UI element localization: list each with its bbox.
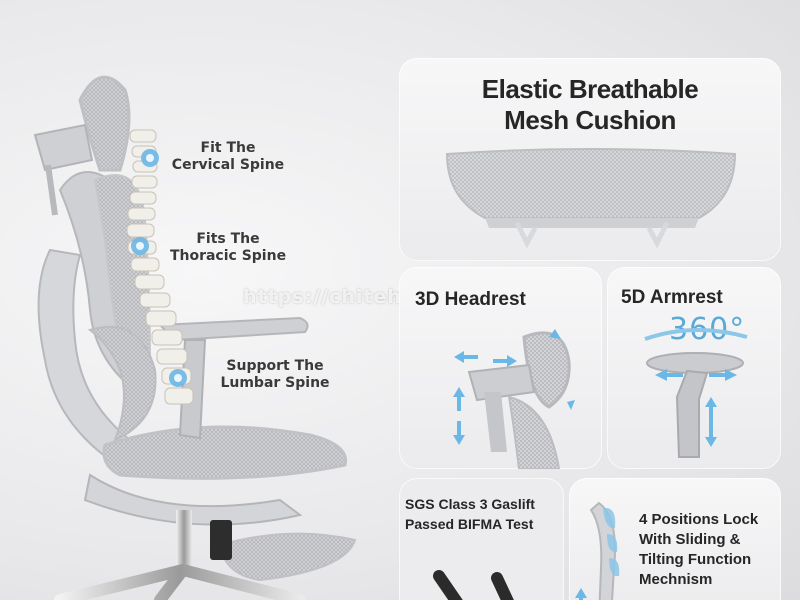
cervical-marker-icon <box>141 149 159 167</box>
callout-cervical: Fit The Cervical Spine <box>171 140 285 173</box>
panel-5d-armrest: 5D Armrest 360° <box>607 267 781 469</box>
callout-lumbar: Support The Lumbar Spine <box>220 358 330 391</box>
position-lock-icon <box>603 507 620 577</box>
tilt-arrow-icon <box>575 588 587 600</box>
spine-graphic <box>126 129 194 405</box>
armrest-arrow-icon <box>655 369 737 447</box>
armrest-title: 5D Armrest <box>621 287 723 308</box>
panel-mesh-cushion: Elastic Breathable Mesh Cushion <box>399 58 781 261</box>
panel-lock-mechanism: 4 Positions Lock With Sliding & Tilting … <box>569 478 781 600</box>
lumbar-marker-icon <box>169 369 187 387</box>
panel-3d-headrest: 3D Headrest <box>399 267 602 469</box>
headrest-title: 3D Headrest <box>415 289 526 310</box>
thoracic-marker-icon <box>131 237 149 255</box>
lock-graphic <box>575 501 620 600</box>
chair-illustration: Fit The Cervical Spine Fits The Thoracic… <box>0 40 400 600</box>
lock-title: 4 Positions Lock With Sliding & Tilting … <box>639 511 759 588</box>
headrest-graphic <box>453 329 575 469</box>
panel-gaslift: SGS Class 3 Gaslift Passed BIFMA Test <box>399 478 564 600</box>
gaslift-graphic <box>433 570 514 600</box>
gaslift-title: SGS Class 3 Gaslift Passed BIFMA Test <box>405 496 535 532</box>
callout-thoracic: Fits The Thoracic Spine <box>169 231 287 264</box>
armrest-graphic <box>644 327 748 458</box>
cushion-graphic <box>445 148 737 249</box>
chair-graphic <box>33 75 357 600</box>
adjust-arrow-icon <box>453 329 575 445</box>
cushion-title: Elastic Breathable Mesh Cushion <box>481 74 699 135</box>
